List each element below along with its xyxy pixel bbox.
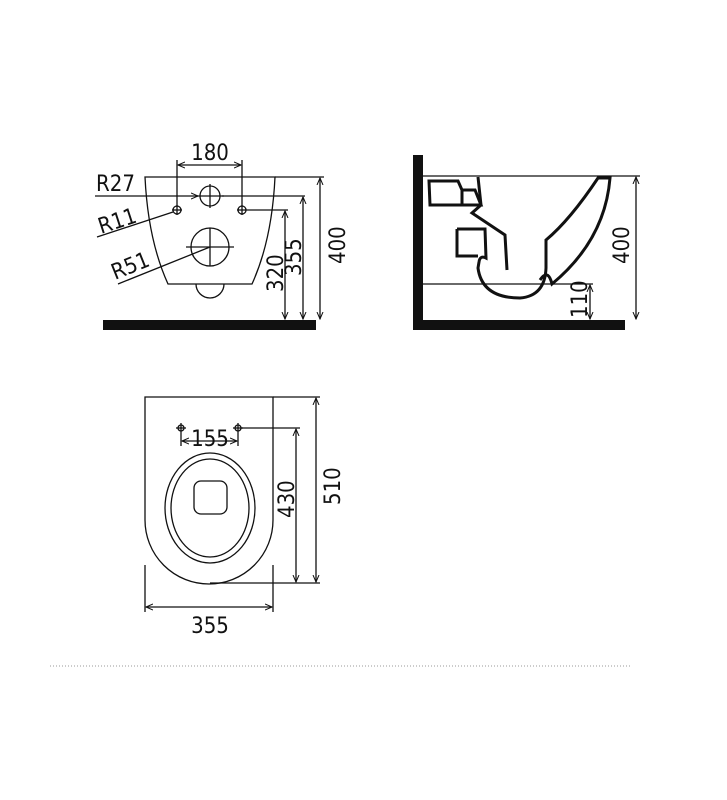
floor (103, 320, 316, 330)
outlet-rect (193, 480, 228, 515)
dim-320: 320 (264, 254, 289, 292)
seat-opening (170, 458, 250, 558)
fixing-mark-icon (176, 423, 186, 433)
bowl-underside (195, 283, 225, 299)
dim-110: 110 (568, 280, 593, 318)
front-view: 180 R27 R11 R51 320 355 400 (95, 141, 351, 330)
dim-430: 430 (275, 480, 300, 518)
dim-400: 400 (326, 226, 351, 264)
side-view: 110 400 (413, 155, 640, 330)
floor (413, 320, 625, 330)
dim-180: 180 (191, 141, 229, 166)
bowl-outline-top (144, 396, 274, 585)
dim-155: 155 (191, 427, 229, 452)
dim-400-side: 400 (610, 226, 635, 264)
top-hole-icon (196, 184, 224, 208)
bowl-section (469, 176, 509, 271)
label-r11: R11 (95, 204, 140, 240)
dim-355-width: 355 (191, 614, 229, 639)
top-view: 155 430 510 355 (144, 396, 346, 639)
dim-510: 510 (321, 467, 346, 505)
dim-355: 355 (282, 238, 307, 276)
seat-rim (164, 452, 256, 564)
label-r27: R27 (96, 172, 135, 197)
wall (413, 155, 423, 330)
label-r51: R51 (108, 248, 153, 286)
bowl-outline (144, 176, 276, 285)
